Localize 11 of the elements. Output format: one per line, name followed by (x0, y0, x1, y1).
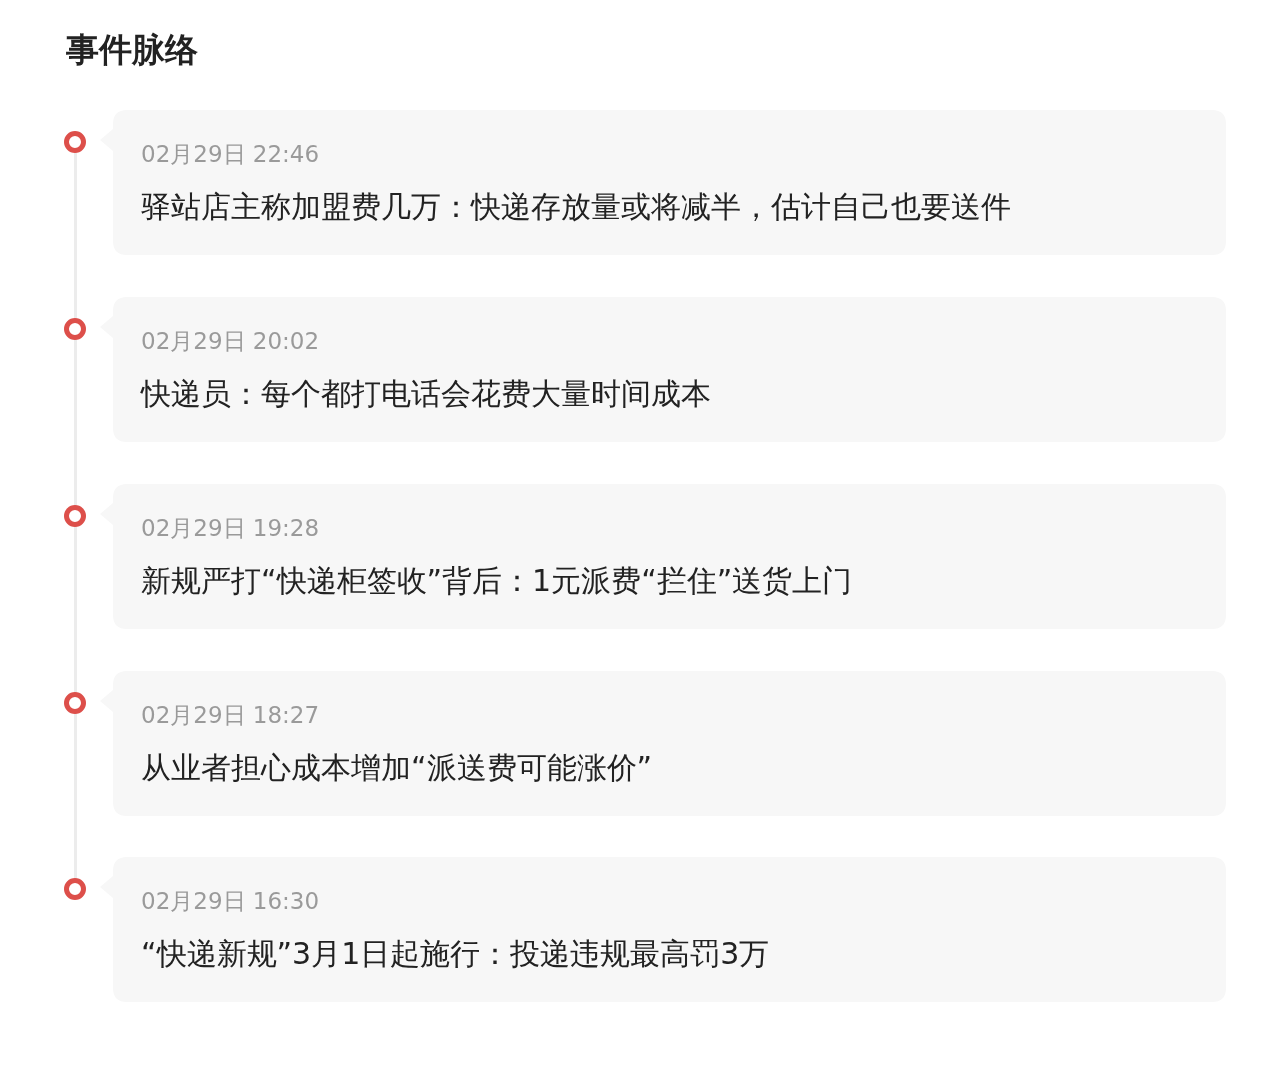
headline: 快递员：每个都打电话会花费大量时间成本 (141, 375, 711, 413)
timestamp: 02月29日 20:02 (141, 327, 320, 356)
headline: 从业者担心成本增加“派送费可能涨价” (141, 749, 653, 787)
timestamp: 02月29日 16:30 (141, 887, 320, 916)
section-heading: 事件脉络 (66, 30, 198, 70)
headline: 驿站店主称加盟费几万：快递存放量或将减半，估计自己也要送件 (141, 188, 1011, 226)
timestamp: 02月29日 19:28 (141, 514, 320, 543)
timestamp: 02月29日 22:46 (141, 140, 320, 169)
headline: 新规严打“快递柜签收”背后：1元派费“拦住”送货上门 (141, 562, 853, 600)
timestamp: 02月29日 18:27 (141, 701, 320, 730)
headline: “快递新规”3月1日起施行：投递违规最高罚3万 (141, 935, 770, 973)
